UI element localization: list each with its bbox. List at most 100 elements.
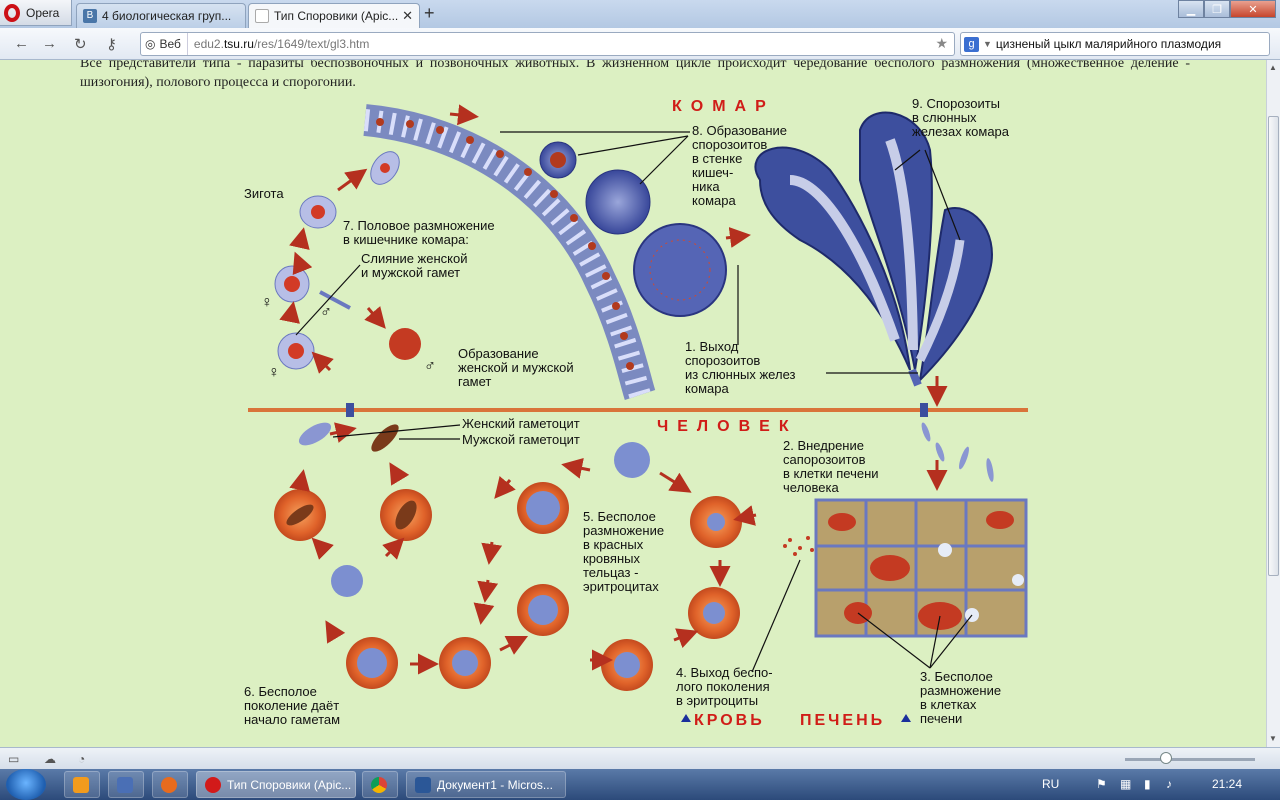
back-icon[interactable]: ← [14,35,29,52]
label-step5: 5. Бесполое размножение в красных кровян… [583,509,665,594]
vk-icon: В [83,9,97,23]
label-female-gametocyte: Женский гаметоцит [462,416,580,431]
opera-menu-label: Opera [26,5,60,20]
volume-icon[interactable]: ♪ [1166,777,1172,791]
label-step7: 7. Половое размножение в кишечнике комар… [343,218,495,247]
salivary-gland [754,111,993,387]
malaria-lifecycle-diagram [248,104,1028,722]
signal-icon[interactable]: ▮ [1144,777,1151,791]
blood-title: КРОВЬ [694,712,765,729]
close-button[interactable]: ✕ [1230,0,1276,18]
sporozoites [921,422,994,482]
bookmark-star-icon[interactable]: ★ [935,35,948,51]
firefox-button[interactable] [152,771,188,798]
panel-toggle-icon[interactable]: ▭ [8,752,20,766]
speed-dial-icon[interactable]: ◔ [78,752,86,766]
firefox-icon [161,776,177,793]
chrome-icon [371,776,387,793]
floppy-icon [117,776,133,793]
tab-bar: Opera В 4 биологическая груп... Тип Спор… [0,0,1280,28]
globe-icon: ◎ [145,37,156,51]
maximize-button[interactable]: ❐ [1204,0,1230,18]
label-step9: 9. Спорозоиты в слюнных железах комара [912,96,1010,139]
triangle-marker-left [681,714,691,722]
key-icon[interactable]: ⚷ [106,36,117,53]
forward-icon[interactable]: → [42,35,57,52]
erythrocyte-parasites [357,491,725,678]
chevron-down-icon[interactable]: ▼ [983,39,992,49]
clock[interactable]: 21:24 [1212,777,1243,791]
male-symbol-bottom: ♂ [424,358,436,375]
label-step2: 2. Внедрение сапорозоитов в клетки печен… [783,438,879,495]
zoom-slider[interactable] [1125,758,1255,761]
page-content: Все представители типа - паразиты беспоз… [0,60,1266,747]
blood-cycle-arrows [289,422,757,675]
label-gamete-formation: Образование женской и мужской гамет [458,346,574,389]
search-field[interactable]: g ▼ цизненый цыкл малярийного плазмодия [960,32,1270,56]
taskbar-opera[interactable]: Тип Споровики (Apic... [196,771,356,798]
label-step1: 1. Выход спорозоитов из слюнных желез ко… [685,339,796,396]
female-gametocyte [298,422,332,446]
female-symbol-top: ♀ [261,294,273,311]
tab-label: 4 биологическая груп... [102,9,232,23]
opera-menu-button[interactable]: Opera [0,0,72,26]
vertical-scrollbar[interactable]: ▲ ▼ [1266,60,1280,747]
network-icon[interactable]: ▦ [1120,777,1132,791]
status-bar: ▭ ☁ ◔ [0,747,1280,769]
search-text: цизненый цыкл малярийного плазмодия [995,37,1222,51]
oocyst-medium [585,169,651,235]
word-icon [415,776,431,793]
save-app-button[interactable] [108,771,144,798]
tab-vk[interactable]: В 4 биологическая груп... [76,3,246,28]
oocyst-large [633,223,727,317]
leader-lines [295,131,973,673]
label-step6: 6. Бесполое поколение даёт начало гамета… [244,684,341,727]
windows-taskbar: Тип Споровики (Apic... Документ1 - Micro… [0,769,1280,800]
intro-text: Все представители типа - паразиты беспоз… [80,60,1190,90]
human-title: ЧЕЛОВЕК [657,418,798,435]
url-text: edu2.tsu.ru/res/1649/text/gl3.htm [193,37,370,51]
tab-sporozoa[interactable]: Тип Споровики (Apic... ✕ [248,3,420,28]
cloud-icon[interactable]: ☁ [44,752,56,766]
liver-title: ПЕЧЕНЬ [800,712,886,729]
male-gamete-cluster [389,328,421,360]
address-mode[interactable]: ◎Веб [141,33,188,55]
merozoites-release [783,536,814,556]
triangle-marker-right [901,714,911,722]
page-icon [255,9,269,23]
taskbar-word[interactable]: Документ1 - Micros... [406,771,566,798]
label-zygote: Зигота [244,186,284,201]
tab-close-icon[interactable]: ✕ [402,8,413,23]
navigation-bar: ← → ↻ ⚷ ◎Веб edu2.tsu.ru/res/1649/text/g… [0,28,1280,60]
female-symbol-bottom: ♀ [268,364,280,381]
gut-wall-nuclei [376,118,634,370]
label-fusion: Слияние женской и мужской гамет [361,251,468,280]
scroll-up-icon[interactable]: ▲ [1269,63,1277,72]
bursting-schizont-left [331,565,363,597]
opera-icon [205,776,221,793]
male-symbol-top: ♂ [320,304,332,321]
zoom-slider-knob[interactable] [1160,752,1172,764]
language-indicator[interactable]: RU [1042,777,1060,791]
mosquito-cycle-arrows [279,104,948,407]
label-male-gametocyte: Мужской гаметоцит [462,432,580,447]
tab-label: Тип Споровики (Apic... [274,9,399,23]
google-icon[interactable]: g [964,36,979,52]
liver-nuclei [938,543,1024,622]
flag-icon[interactable]: ⚑ [1096,777,1107,791]
reload-icon[interactable]: ↻ [74,36,87,53]
minimize-button[interactable]: ▁ [1178,0,1204,18]
label-step8: 8. Образование спорозоитов в стенке кише… [692,123,788,208]
start-button[interactable] [6,769,46,800]
scroll-down-icon[interactable]: ▼ [1269,734,1277,743]
address-bar[interactable]: ◎Веб edu2.tsu.ru/res/1649/text/gl3.htm ★ [140,32,955,56]
opera-logo-icon [4,3,20,22]
mosquito-title: КОМАР [672,98,775,115]
media-player-button[interactable] [64,771,100,798]
taskbar-chrome[interactable] [362,771,398,798]
window-controls: ▁ ❐ ✕ [1178,0,1276,18]
scrollbar-thumb[interactable] [1268,116,1279,576]
new-tab-button[interactable]: + [424,3,435,23]
bursting-schizont-top [614,442,650,478]
male-gametocyte [371,424,399,452]
